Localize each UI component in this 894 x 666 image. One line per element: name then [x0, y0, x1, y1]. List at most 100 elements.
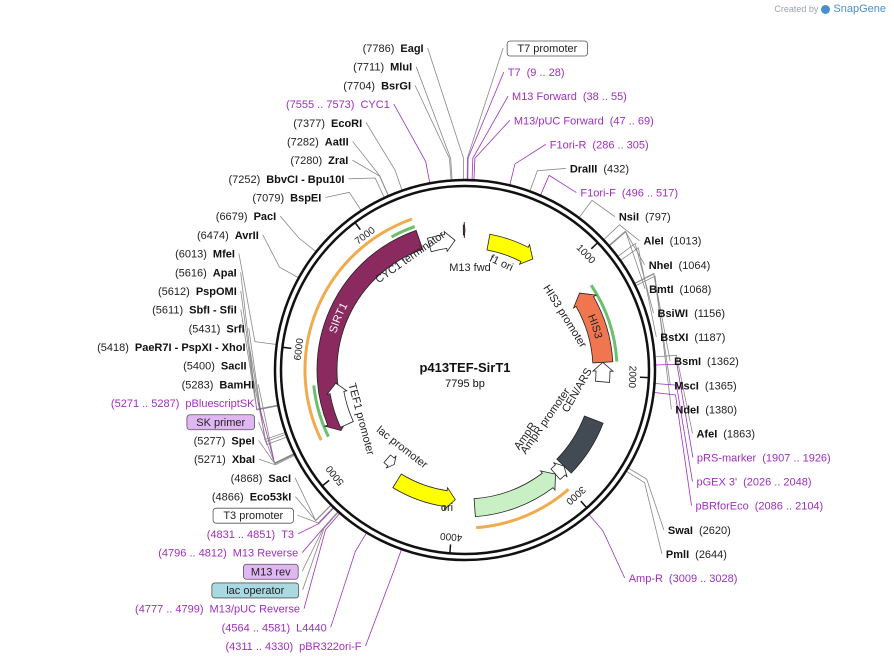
- enzyme-site-label[interactable]: (5611)SbfI - SfiI: [152, 305, 237, 317]
- enzyme-site-text: NheI(1064): [649, 260, 711, 272]
- enzyme-position: (6679): [216, 211, 248, 223]
- enzyme-site-label[interactable]: (6474) AvrII: [197, 230, 259, 242]
- primer-label[interactable]: (4311 .. 4330) pBR322ori-F: [225, 641, 361, 653]
- primer-label[interactable]: M13/pUC Forward(47 .. 69): [514, 115, 654, 127]
- enzyme-site-label[interactable]: BstXI(1187): [660, 332, 725, 344]
- enzyme-site-text: (7280)ZraI: [290, 155, 348, 167]
- primer-name: CYC1: [360, 99, 389, 111]
- tick-mark: [321, 479, 330, 487]
- primer-label[interactable]: pBRforEco(2086 .. 2104): [696, 501, 824, 513]
- enzyme-site-label[interactable]: NdeI(1380): [675, 404, 737, 416]
- enzyme-site-label[interactable]: (5277)SpeI: [194, 435, 255, 447]
- primer-label[interactable]: (4796 .. 4812)M13 Reverse: [158, 548, 298, 560]
- enzyme-site-label[interactable]: (5616)ApaI: [175, 267, 237, 279]
- enzyme-position: (6474): [197, 230, 229, 242]
- enzyme-site-label[interactable]: (7282)AatII: [287, 136, 349, 148]
- enzyme-position: (5277): [194, 435, 226, 447]
- enzyme-site-label[interactable]: NsiI(797): [619, 212, 671, 224]
- primer-label[interactable]: pGEX 3'(2026 .. 2048): [696, 477, 811, 489]
- primer-label[interactable]: Amp-R(3009 .. 3028): [629, 573, 738, 585]
- enzyme-site-label[interactable]: DraIII(432): [570, 163, 629, 175]
- enzyme-name: BsmI: [674, 356, 701, 368]
- enzyme-site-label[interactable]: NheI(1064): [649, 260, 711, 272]
- enzyme-name: NdeI: [675, 404, 699, 416]
- enzyme-site-label[interactable]: (4866)Eco53kI: [212, 492, 291, 504]
- enzyme-site-label[interactable]: (7079)BspEI: [252, 193, 321, 205]
- boxed-feature-label[interactable]: SK primer: [186, 414, 255, 431]
- leader-line: [473, 120, 511, 181]
- primer-label[interactable]: (7555 .. 7573) CYC1: [286, 99, 390, 111]
- primer-name: pBR322ori-F: [299, 641, 362, 653]
- enzyme-site-label[interactable]: (7280)ZraI: [290, 155, 348, 167]
- enzyme-site-label[interactable]: MscI(1365): [674, 380, 736, 392]
- enzyme-site-label[interactable]: (5612)PspOMI: [158, 286, 237, 298]
- boxed-feature-label[interactable]: lac operator: [211, 582, 300, 599]
- enzyme-site-text: (7252)BbvCI - Bpu10I: [228, 174, 344, 186]
- enzyme-site-text: (5611)SbfI - SfiI: [152, 305, 237, 317]
- enzyme-position: (1863): [723, 428, 755, 440]
- primer-name: pGEX 3': [696, 477, 737, 489]
- enzyme-site-label[interactable]: (6679)PacI: [216, 211, 276, 223]
- enzyme-position: (2644): [695, 549, 727, 561]
- enzyme-site-label[interactable]: (4868)SacI: [231, 473, 291, 485]
- enzyme-site-text: (5400)SacII: [183, 361, 246, 373]
- enzyme-site-label[interactable]: (5283)BamHI: [182, 379, 255, 391]
- leader-line: [393, 103, 431, 184]
- enzyme-site-label[interactable]: BsiWI(1156): [658, 308, 726, 320]
- leader-line: [303, 512, 341, 609]
- leader-line: [588, 513, 626, 579]
- enzyme-site-label[interactable]: (6013)MfeI: [175, 249, 235, 261]
- enzyme-site-label[interactable]: (7786)EagI: [363, 43, 424, 55]
- primer-label[interactable]: (5271 .. 5287)pBluescriptSK: [111, 398, 255, 410]
- his3-promoter-feature: [591, 361, 615, 383]
- enzyme-site-text: (6679)PacI: [216, 211, 276, 223]
- enzyme-site-text: NdeI(1380): [675, 404, 737, 416]
- enzyme-site-label[interactable]: (7252)BbvCI - Bpu10I: [228, 174, 344, 186]
- enzyme-site-label[interactable]: PmlI(2644): [666, 549, 727, 561]
- enzyme-site-label[interactable]: (7711)MluI: [353, 62, 412, 74]
- enzyme-site-label[interactable]: (5400)SacII: [183, 361, 246, 373]
- enzyme-site-label[interactable]: (7377)EcoRI: [293, 118, 362, 130]
- leader-line: [365, 548, 402, 647]
- primer-label[interactable]: (4831 .. 4851)T3: [207, 529, 294, 541]
- primer-text: (4777 .. 4799)M13/pUC Reverse: [135, 604, 300, 616]
- primer-label[interactable]: M13 Forward(38 .. 55): [512, 91, 627, 103]
- leader-line: [365, 122, 403, 191]
- enzyme-site-label[interactable]: (5271)XbaI: [194, 454, 255, 466]
- enzyme-position: (2620): [699, 525, 731, 537]
- enzyme-name: AleI: [643, 236, 663, 248]
- enzyme-site-text: (5271)XbaI: [194, 454, 255, 466]
- primer-label[interactable]: F1ori-F(496 .. 517): [580, 188, 678, 200]
- boxed-feature-label[interactable]: T7 promoter: [506, 40, 588, 57]
- enzyme-name: AvrII: [235, 230, 259, 242]
- enzyme-site-label[interactable]: BsmI(1362): [674, 356, 739, 368]
- leader-line: [302, 511, 339, 591]
- enzyme-site-label[interactable]: SwaI(2620): [668, 525, 731, 537]
- enzyme-site-label[interactable]: (5431)SrfI: [189, 323, 245, 335]
- enzyme-site-label[interactable]: BmtI(1068): [649, 284, 711, 296]
- plasmid-length: 7795 bp: [445, 378, 485, 390]
- enzyme-site-label[interactable]: AleI(1013): [643, 236, 701, 248]
- enzyme-site-label[interactable]: (5418)PaeR7I - PspXI - XhoI: [97, 342, 245, 354]
- leader-line: [352, 141, 390, 197]
- leader-line: [415, 66, 453, 181]
- primer-label[interactable]: pRS-marker(1907 .. 1926): [697, 453, 831, 465]
- boxed-feature-label[interactable]: M13 rev: [242, 563, 299, 580]
- enzyme-site-text: (7282)AatII: [287, 136, 349, 148]
- primer-range: (4311 .. 4330): [225, 641, 293, 653]
- primer-label[interactable]: T7(9 .. 28): [508, 67, 565, 79]
- boxed-feature-label[interactable]: T3 promoter: [212, 507, 294, 524]
- enzyme-site-text: DraIII(432): [570, 163, 629, 175]
- primer-text: (7555 .. 7573) CYC1: [286, 99, 390, 111]
- primer-label[interactable]: (4564 .. 4581)L4440: [222, 622, 327, 634]
- primer-range: (7555 .. 7573): [286, 99, 355, 111]
- primer-label[interactable]: F1ori-R(286 .. 305): [550, 139, 649, 151]
- ampr-promoter-label: AmpR promoter: [518, 386, 573, 457]
- leader-line: [654, 354, 693, 434]
- primer-label[interactable]: (4777 .. 4799)M13/pUC Reverse: [135, 604, 300, 616]
- enzyme-site-label[interactable]: AfeI(1863): [696, 428, 755, 440]
- enzyme-site-label[interactable]: (7704)BsrGI: [343, 80, 411, 92]
- primer-range: (286 .. 305): [592, 139, 648, 151]
- primer-range: (496 .. 517): [622, 188, 678, 200]
- primer-name: M13/pUC Forward: [514, 115, 604, 127]
